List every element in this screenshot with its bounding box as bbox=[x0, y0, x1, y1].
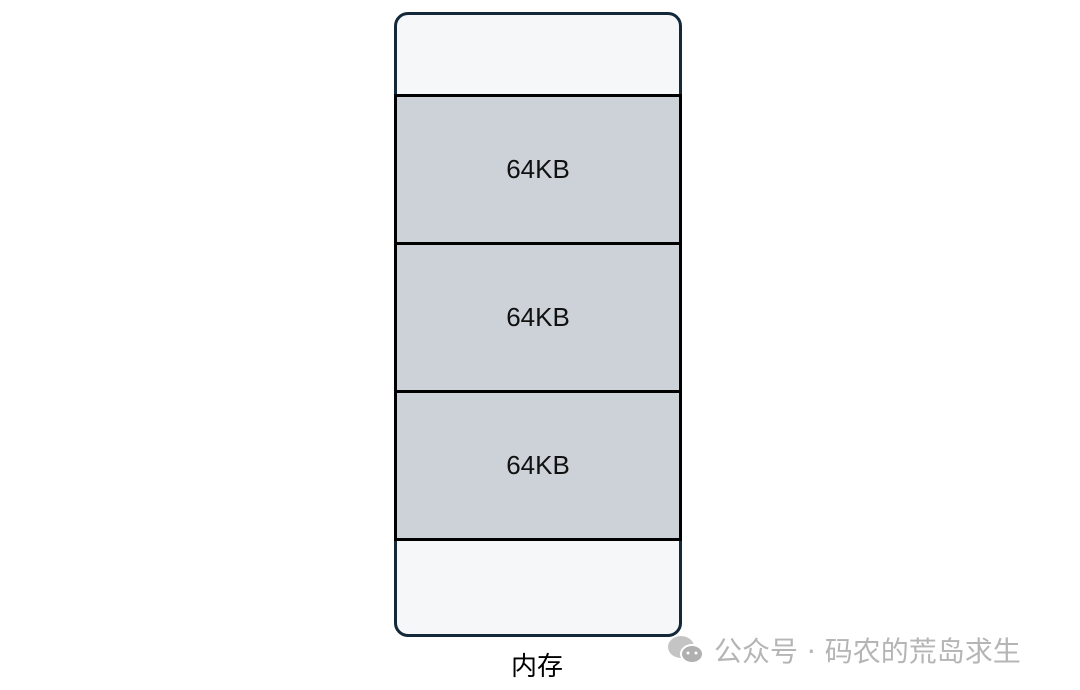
wechat-icon bbox=[668, 636, 704, 664]
watermark-text: 公众号 · 码农的荒岛求生 bbox=[714, 635, 1021, 668]
memory-label: 内存 bbox=[510, 652, 563, 682]
block-label: 64KB bbox=[506, 302, 570, 332]
memory-block: 64KB bbox=[394, 242, 682, 393]
watermark: 公众号 · 码农的荒岛求生 bbox=[666, 630, 1021, 670]
block-label: 64KB bbox=[506, 450, 570, 480]
memory-block: 64KB bbox=[394, 390, 682, 541]
memory-block: 64KB bbox=[394, 94, 682, 245]
block-label: 64KB bbox=[506, 154, 570, 184]
